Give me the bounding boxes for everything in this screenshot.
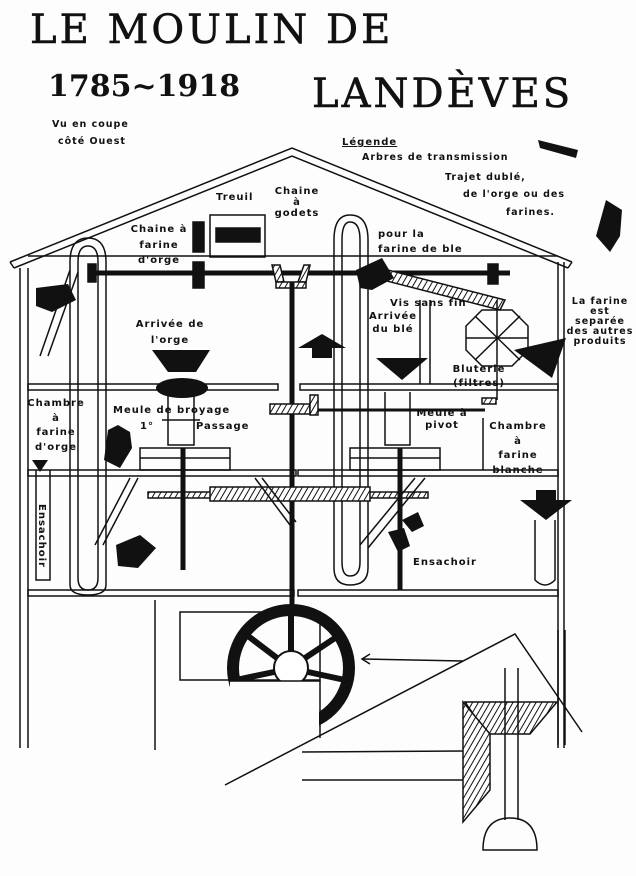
label-grinding-millstone: Meule de broyage bbox=[113, 405, 231, 416]
sifter-bolter bbox=[465, 300, 529, 405]
title-years: 1785~1918 bbox=[48, 69, 241, 104]
label-barley-arrival: Arrivée de l'orge bbox=[135, 319, 205, 346]
arrow-down-right bbox=[376, 358, 428, 380]
label-for-wheat-flour: pour la farine de ble bbox=[378, 229, 463, 255]
label-wheat-arrival: Arrivée du blé bbox=[368, 311, 418, 335]
chutes bbox=[39, 269, 426, 549]
label-first: 1° bbox=[140, 421, 154, 432]
legend-title: Légende bbox=[342, 137, 398, 148]
legend-item-path-1: Trajet dublé, bbox=[445, 172, 526, 183]
arrow-left-sack bbox=[32, 460, 48, 472]
bucket-chain bbox=[333, 214, 369, 586]
arrow-bucket-top bbox=[356, 258, 394, 290]
bagging-sack-left bbox=[35, 470, 51, 581]
lower-transmission-gear bbox=[147, 486, 429, 502]
legend-arrow-symbol bbox=[596, 200, 622, 252]
title-line-2: LANDÈVES bbox=[312, 71, 574, 117]
arrow-lower-left bbox=[116, 535, 156, 568]
label-white-flour-chamber: Chambre à farine blanche bbox=[489, 421, 547, 476]
flow-arrows bbox=[32, 140, 622, 568]
arrow-ensachoir-2 bbox=[388, 528, 410, 552]
arrow-down-white-chamber bbox=[520, 500, 572, 520]
pivot-millstone bbox=[349, 392, 441, 590]
label-pass: Passage bbox=[196, 421, 250, 432]
grinding-millstone bbox=[139, 392, 231, 570]
label-pivot-millstone: Meule à pivot bbox=[416, 408, 468, 431]
arrow-left-chain bbox=[36, 284, 76, 312]
label-winch: Treuil bbox=[216, 192, 254, 203]
legend-item-shafts: Arbres de transmission bbox=[362, 152, 509, 163]
label-barley-flour-chain: Chaine à farine d'orge bbox=[130, 224, 188, 266]
subtitle-view: Vu en coupe bbox=[52, 119, 129, 130]
label-barley-flour-chamber: Chambre à farine d'orge bbox=[27, 398, 85, 453]
title-line-1: LE MOULIN DE bbox=[30, 7, 394, 53]
label-flour-separated: La farine est separée des autres produit… bbox=[566, 296, 634, 347]
legend-item-path-3: farines. bbox=[506, 207, 555, 218]
subtitle-side: côté Ouest bbox=[58, 136, 126, 147]
gear-detail-inset bbox=[224, 630, 583, 851]
arrow-to-sifter bbox=[514, 338, 566, 378]
arrow-ensachoir-1 bbox=[402, 512, 424, 532]
arrow-barley-arrival bbox=[152, 350, 210, 372]
water-wheel bbox=[227, 604, 355, 751]
label-bucket-chain: Chaine à godets bbox=[274, 186, 320, 219]
roof bbox=[9, 147, 573, 269]
label-bagging-left: Ensachoir bbox=[36, 504, 47, 568]
bagging-sack-right bbox=[534, 520, 556, 586]
legend-item-path-2: de l'orge ou des bbox=[463, 189, 565, 200]
arrow-up-center bbox=[298, 334, 346, 358]
label-bagging-right: Ensachoir bbox=[413, 557, 477, 568]
winch bbox=[209, 214, 266, 258]
label-sifter: Bluterie (filtres) bbox=[452, 364, 506, 389]
arrow-left-floor bbox=[104, 425, 132, 468]
label-screw-conveyor: Vis sans fin bbox=[390, 298, 467, 309]
legend-shaft-symbol bbox=[538, 140, 578, 158]
